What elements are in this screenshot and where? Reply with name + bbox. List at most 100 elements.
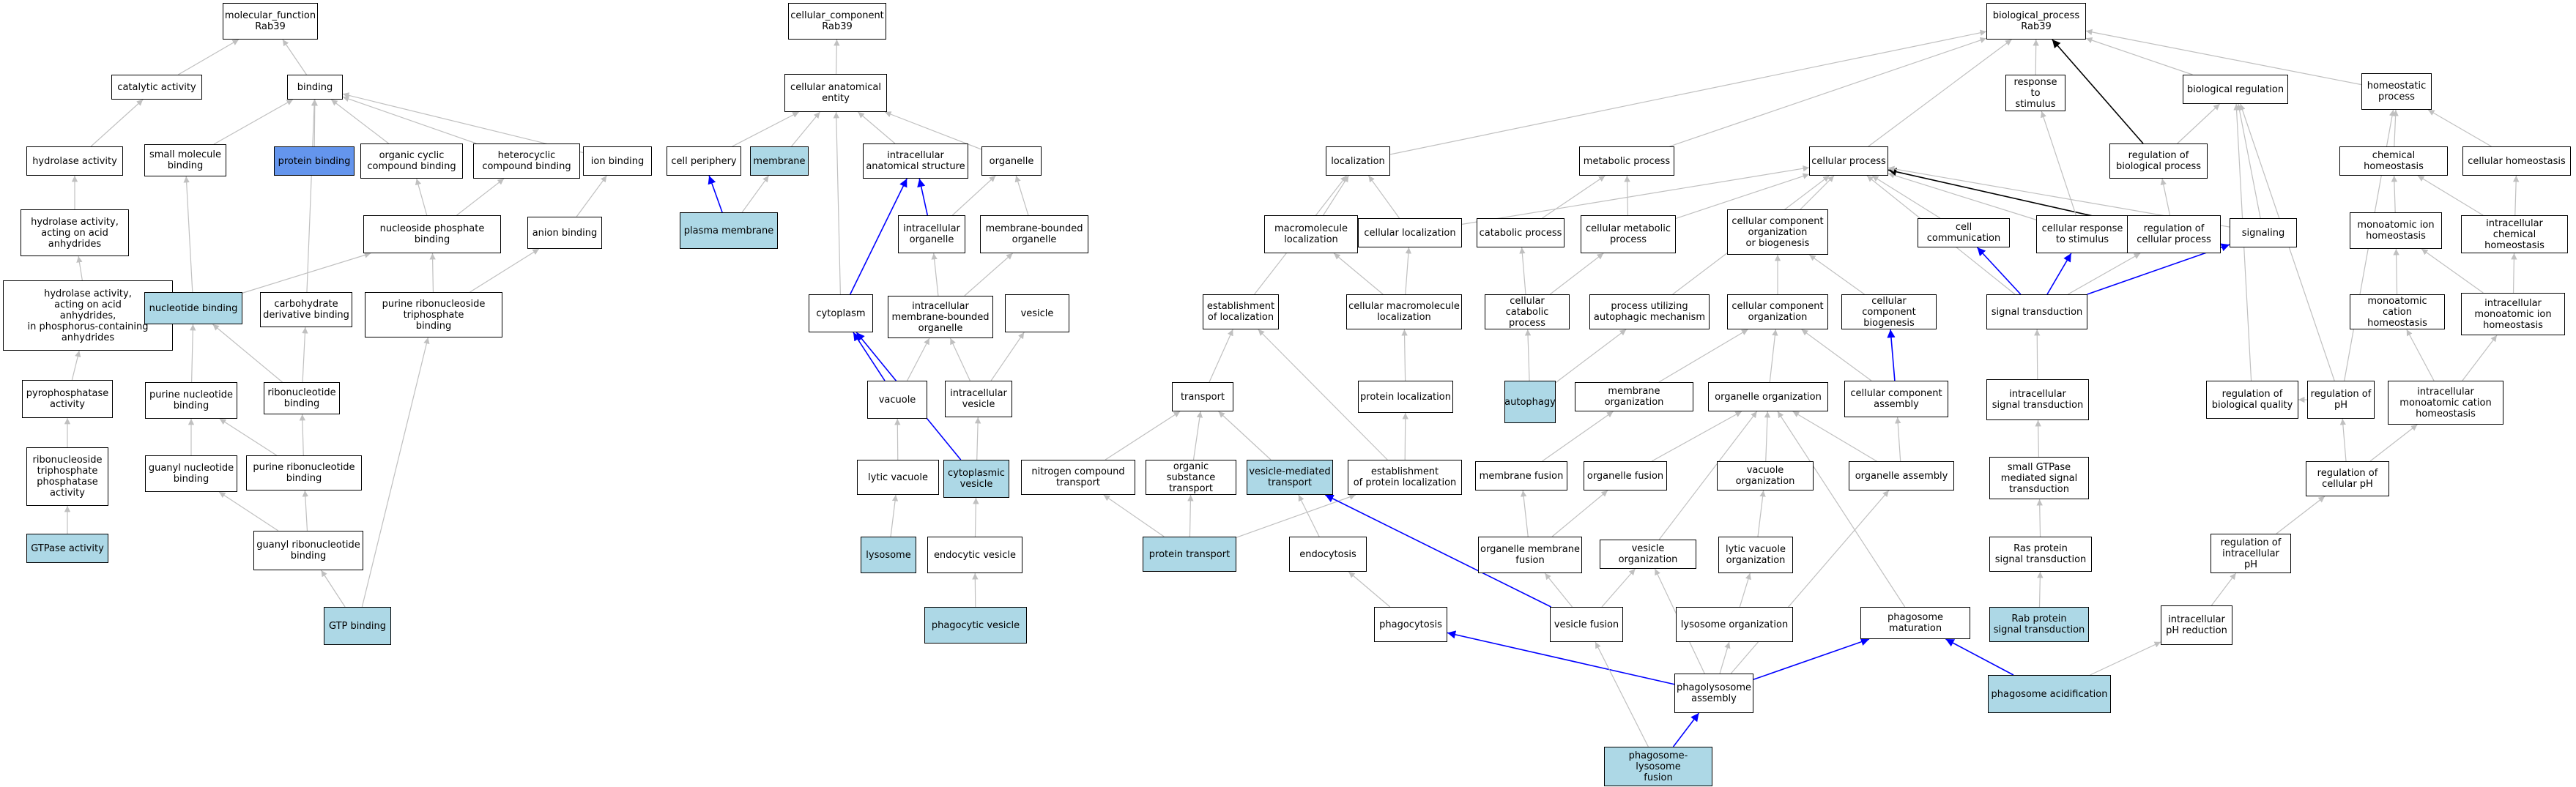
edge-cmloc-to-cloc <box>1405 247 1412 295</box>
edge-imch-to-mch <box>2406 329 2435 381</box>
edge-lvo-to-vaco <box>1757 490 1766 537</box>
go-term-node-cloc: cellular localization <box>1358 218 1462 247</box>
edge-sigtrans-to-crs <box>2046 253 2072 295</box>
edge-orgo-to-cco <box>1769 329 1778 383</box>
go-term-node-cc: cellular_component Rab39 <box>788 3 886 40</box>
go-term-node-ccob: cellular component organization or bioge… <box>1727 209 1828 255</box>
edge-ccob-to-cellp <box>1800 175 1835 210</box>
edge-ives-to-imbo <box>949 337 970 381</box>
edge-crs-to-resp <box>2040 111 2076 216</box>
edge-vesf-to-omf <box>1544 572 1573 608</box>
go-term-node-imbo: intracellular membrane-bounded organelle <box>888 296 993 338</box>
go-term-node-org: organelle <box>981 146 1042 176</box>
edge-imbo-to-mbo <box>964 253 1013 296</box>
edge-nucphos-to-hcb <box>456 178 505 216</box>
edge-regcp-to-regbp <box>2160 178 2171 216</box>
edge-omf-to-orgf <box>1551 490 1608 537</box>
edge-ccat-to-cmetab <box>1549 253 1604 295</box>
go-term-node-mf: molecular_function Rab39 <box>223 3 318 40</box>
edge-metab-to-bp <box>1669 37 1987 147</box>
edge-breg-to-bp <box>2085 37 2193 75</box>
edge-hyd_p-to-hyd_acid <box>76 256 83 281</box>
go-term-node-lvac: lytic vacuole <box>857 460 939 495</box>
go-term-node-cco: cellular component organization <box>1727 294 1828 329</box>
go-term-node-signaling: signaling <box>2230 218 2297 247</box>
go-term-node-prtpb: purine ribonucleoside triphosphate bindi… <box>365 292 502 337</box>
go-term-node-metab: metabolic process <box>1579 146 1674 176</box>
edge-guanrb-to-guanb <box>218 491 279 531</box>
edge-prott-to-ost <box>1187 494 1194 537</box>
go-term-node-mbo: membrane-bounded organelle <box>980 215 1088 253</box>
go-term-node-vmt: vesicle-mediated transport <box>1247 460 1333 495</box>
edge-phacid-to-phmat <box>1945 638 2014 676</box>
go-term-node-iorg: intracellular organelle <box>898 215 965 253</box>
edge-cellp-to-bp <box>1868 39 2012 147</box>
edge-protloc-to-cmloc <box>1401 329 1408 381</box>
edge-phlf-to-phly <box>1672 712 1700 747</box>
go-term-node-regiph: regulation of intracellular pH <box>2211 534 2291 573</box>
go-term-node-regbp: regulation of biological process <box>2109 143 2208 179</box>
edge-sigtrans-to-regcp <box>2068 253 2141 295</box>
go-term-node-rntp: ribonucleoside triphosphate phosphatase … <box>26 447 108 506</box>
edge-ccb-to-ccob <box>1808 254 1865 295</box>
edge-membo-to-cco <box>1658 329 1748 383</box>
go-term-node-macloc: macromolecule localization <box>1264 215 1358 253</box>
go-term-node-protloc: protein localization <box>1358 381 1453 413</box>
edge-phacid-to-iphred <box>2090 641 2161 676</box>
edge-autoph-to-ccat <box>1524 329 1532 381</box>
go-term-node-pyro: pyrophosphatase activity <box>22 380 113 418</box>
edge-vac-to-cyto <box>853 332 886 381</box>
go-term-node-cellh: cellular homeostasis <box>2462 146 2571 176</box>
go-term-node-bind: binding <box>287 75 343 100</box>
edge-endoves-to-cves <box>973 497 979 537</box>
edge-regcph-to-imch <box>2369 424 2418 462</box>
edge-cyto-to-ias <box>850 178 907 295</box>
edge-pyro-to-hyd_p <box>71 350 81 381</box>
go-term-node-endocyt: endocytosis <box>1289 537 1367 572</box>
edge-ribnb-to-nucb <box>212 324 283 383</box>
edge-omf-to-membf <box>1520 490 1529 537</box>
go-term-node-lysoo: lysosome organization <box>1676 607 1793 642</box>
edge-phly-to-orga <box>1730 490 1890 674</box>
go-term-node-rab: Rab protein signal transduction <box>1989 607 2089 642</box>
edge-cves-to-ives <box>974 417 981 460</box>
go-term-node-cellp: cellular process <box>1809 146 1888 176</box>
edge-regcph-to-regph <box>2339 418 2347 462</box>
edge-signaling-to-breg <box>2236 103 2261 219</box>
go-term-node-endoves: endocytic vesicle <box>927 537 1022 573</box>
go-term-node-memb: membrane <box>750 146 809 176</box>
go-term-node-orgf: organelle fusion <box>1584 461 1667 491</box>
edge-anion-to-ionb <box>576 175 607 217</box>
edge-regbp-to-bp <box>2052 39 2144 144</box>
edge-imch-to-imih <box>2462 335 2498 381</box>
edge-ccat-to-catab <box>1519 247 1526 295</box>
go-term-node-pam: process utilizing autophagic mechanism <box>1589 294 1710 329</box>
edge-ich-to-cellh <box>2512 175 2520 216</box>
go-term-node-purnb: purine nucleotide binding <box>145 382 237 419</box>
edge-regcp-to-cellp <box>1888 168 2128 225</box>
edge-carb-to-bind <box>306 99 318 293</box>
edge-smb-to-bind <box>213 99 294 145</box>
edge-phly-to-lysoo <box>1719 641 1731 674</box>
edge-loc-to-bp <box>1389 29 1987 155</box>
go-term-node-hyd_acid: hydrolase activity, acting on acid anhyd… <box>21 209 129 256</box>
go-term-node-omf: organelle membrane fusion <box>1478 537 1582 573</box>
go-term-node-ias: intracellular anatomical structure <box>863 143 968 179</box>
edge-catab-to-metab <box>1542 175 1606 219</box>
go-term-node-phagoves: phagocytic vesicle <box>924 607 1027 644</box>
go-term-node-guanrb: guanyl ribonucleotide binding <box>253 531 363 570</box>
go-term-node-occb: organic cyclic compound binding <box>360 143 463 179</box>
edge-ias-to-cae <box>858 111 896 144</box>
go-term-node-membf: membrane fusion <box>1475 461 1567 491</box>
edge-pb-to-bind <box>311 99 318 147</box>
edge-iphred-to-regiph <box>2211 572 2237 606</box>
edge-ich-to-chemh <box>2417 175 2484 216</box>
go-term-node-catab: catabolic process <box>1477 218 1564 247</box>
go-term-node-hcb: heterocyclic compound binding <box>473 143 580 179</box>
go-term-node-cat: catalytic activity <box>111 75 202 100</box>
edge-phagocyt-to-endocyt <box>1348 571 1391 608</box>
go-term-node-lvo: lytic vacuole organization <box>1718 537 1793 573</box>
edge-cae-to-cc <box>834 39 840 75</box>
edge-imih-to-mih <box>2421 248 2484 294</box>
go-term-node-chemh: chemical homeostasis <box>2339 146 2448 176</box>
